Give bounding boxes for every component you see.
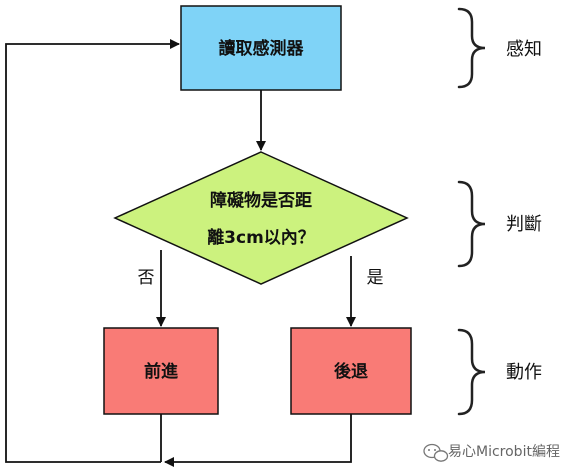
- node-decision-line1: 障礙物是否距: [210, 190, 312, 211]
- watermark-text: 易心Microbit編程: [448, 444, 560, 460]
- edge-label-yes: 是: [367, 268, 384, 288]
- node-decision-diamond: [113, 151, 409, 285]
- stage-label-judge: 判斷: [506, 214, 542, 235]
- wechat-icon: [423, 443, 449, 462]
- node-backward-label: 後退: [334, 361, 368, 382]
- node-decision: 障礙物是否距 離3cm以內？: [113, 151, 409, 285]
- edge-backward-merge: [164, 414, 352, 467]
- node-forward-box: [103, 327, 219, 415]
- stage-bracket-judge: [457, 180, 486, 268]
- edge-label-no: 否: [138, 268, 155, 288]
- node-decision-line2: 離3cm以內？: [207, 227, 315, 248]
- node-read-sensor-label: 讀取感測器: [219, 38, 305, 59]
- stage-label-act: 動作: [506, 362, 542, 383]
- stage-label-sense: 感知: [506, 39, 542, 60]
- stage-bracket-sense: [457, 7, 486, 89]
- node-backward-box: [290, 327, 412, 415]
- node-backward: 後退: [290, 327, 412, 415]
- node-forward: 前進: [103, 327, 219, 415]
- edge-loop-back: [5, 39, 180, 463]
- watermark: 易心Microbit編程: [423, 443, 560, 462]
- node-forward-label: 前進: [144, 361, 178, 382]
- node-read-sensor: 讀取感測器: [180, 5, 342, 91]
- node-read-sensor-box: [180, 5, 342, 91]
- stage-bracket-act: [457, 328, 486, 416]
